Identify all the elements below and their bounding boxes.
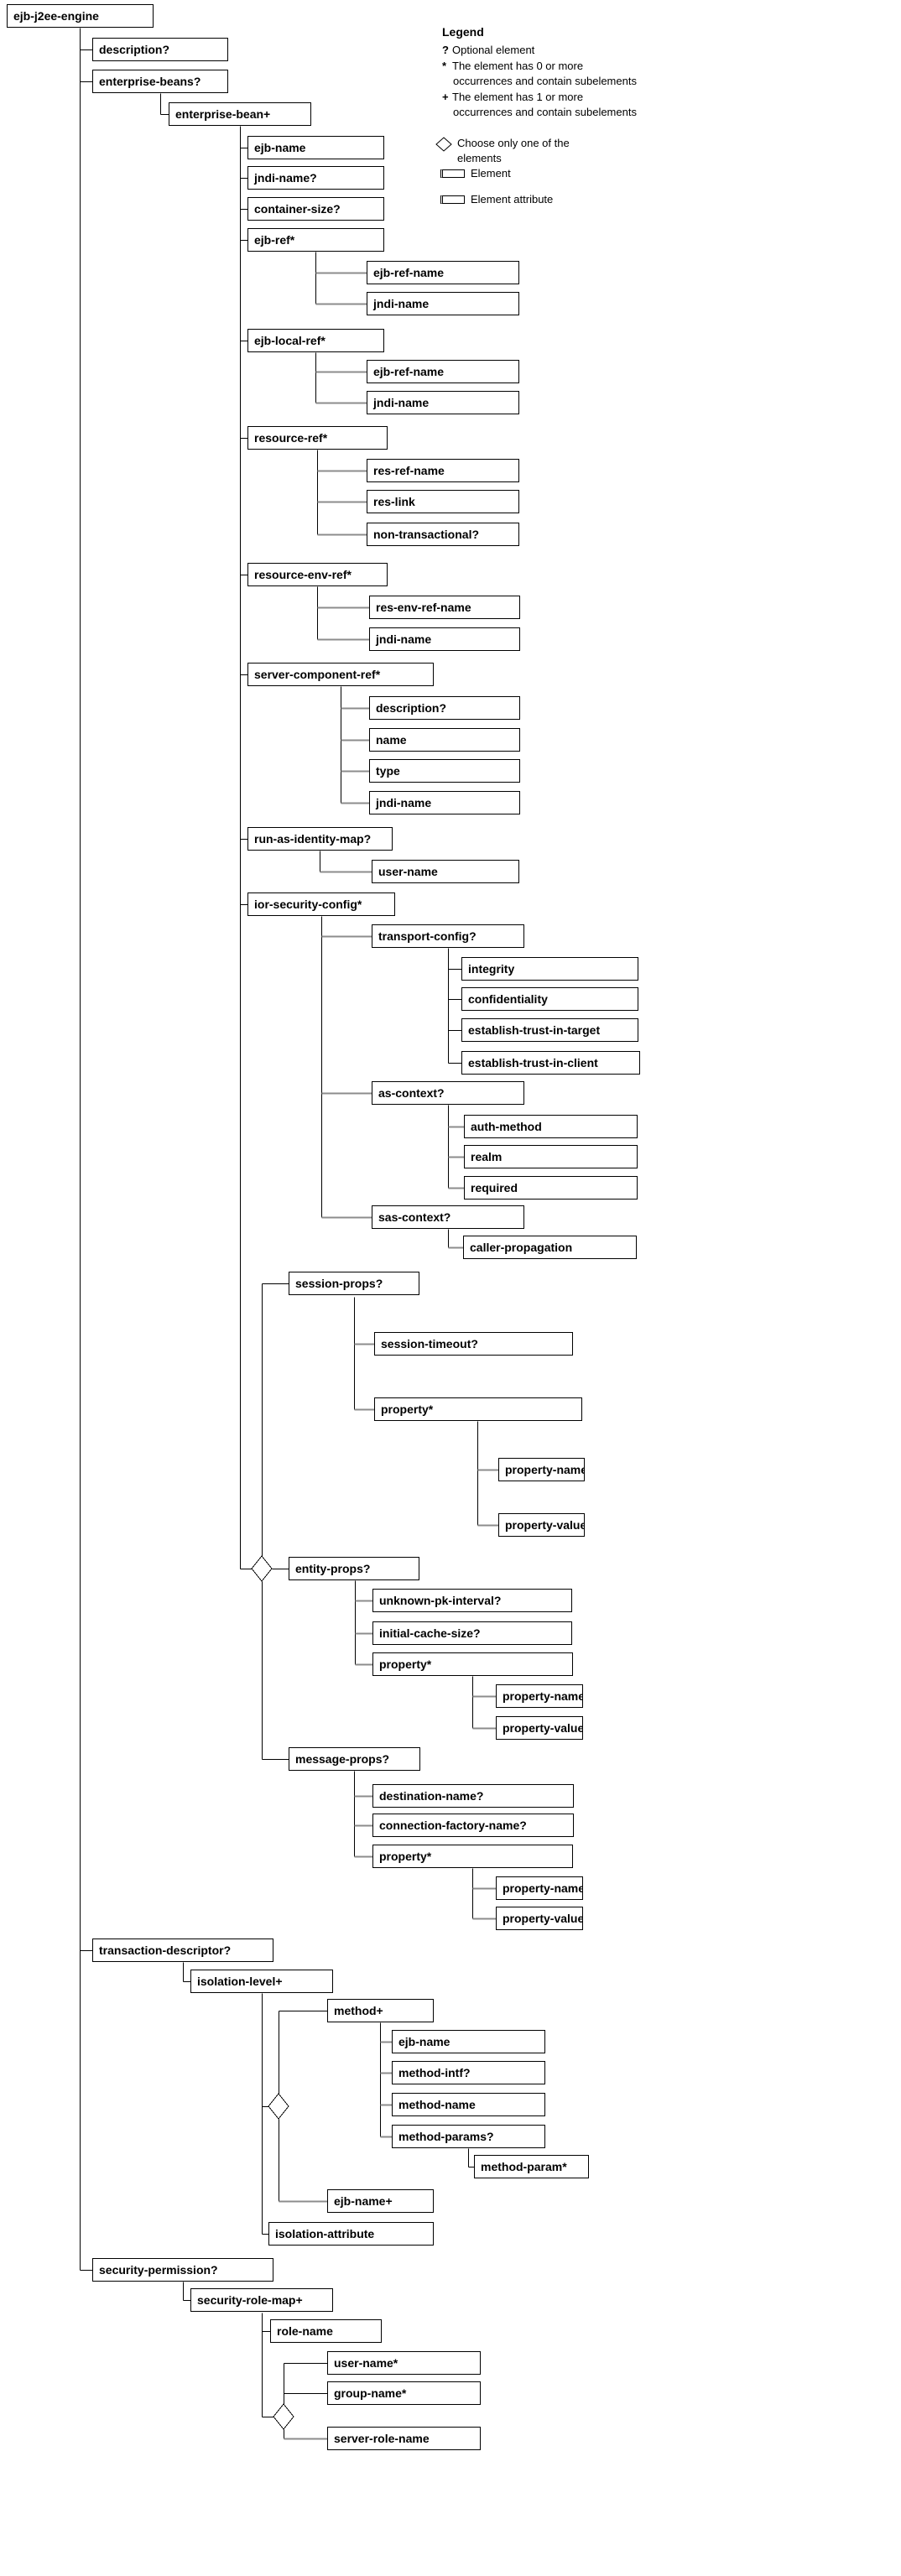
- node-session-props: session-props?: [289, 1272, 419, 1295]
- node-property-name-2: property-name: [496, 1684, 583, 1708]
- node-ejb-local-ref: ejb-local-ref*: [247, 329, 384, 352]
- legend-item-one-or-more: +The element has 1 or more: [442, 91, 583, 103]
- node-security-role-map: security-role-map+: [190, 2288, 333, 2312]
- node-property-value-1: property-value: [498, 1513, 585, 1537]
- legend-item-optional: ?Optional element: [442, 44, 534, 56]
- node-realm: realm: [464, 1145, 638, 1168]
- node-ejb-name-plus: ejb-name+: [327, 2189, 434, 2213]
- node-jndi-name-1: jndi-name?: [247, 166, 384, 190]
- legend-item-zero-or-more-text2: occurrences and contain subelements: [453, 75, 637, 87]
- node-property-value-3: property-value: [496, 1907, 583, 1930]
- node-ejb-name-2: ejb-name: [392, 2030, 545, 2053]
- node-ejb-ref: ejb-ref*: [247, 228, 384, 252]
- node-user-name-2: user-name*: [327, 2351, 481, 2375]
- node-jndi-name-3: jndi-name: [367, 391, 519, 414]
- node-unknown-pk-interval: unknown-pk-interval?: [372, 1589, 572, 1612]
- node-container-size: container-size?: [247, 197, 384, 221]
- choice-diamond-icon: [435, 137, 452, 152]
- node-role-name: role-name: [270, 2319, 382, 2343]
- node-security-permission: security-permission?: [92, 2258, 273, 2282]
- node-confidentiality: confidentiality: [461, 987, 638, 1011]
- node-property-value-2: property-value: [496, 1716, 583, 1740]
- node-required: required: [464, 1176, 638, 1200]
- legend-choice-text2: elements: [457, 152, 502, 164]
- node-server-role-name: server-role-name: [327, 2427, 481, 2450]
- legend-heading: Legend: [442, 25, 484, 39]
- node-establish-trust-in-client: establish-trust-in-client: [461, 1051, 640, 1075]
- choice-diamond: [268, 2093, 289, 2120]
- legend-element-attribute-label: Element attribute: [471, 193, 554, 206]
- node-destination-name: destination-name?: [372, 1784, 574, 1808]
- element-attribute-box-icon: [440, 195, 465, 204]
- legend-item-one-or-more-text2: occurrences and contain subelements: [453, 106, 637, 118]
- node-group-name: group-name*: [327, 2381, 481, 2405]
- node-isolation-level: isolation-level+: [190, 1970, 333, 1993]
- node-type: type: [369, 759, 520, 783]
- node-isolation-attribute: isolation-attribute: [268, 2222, 434, 2246]
- node-message-props: message-props?: [289, 1747, 420, 1771]
- node-ejb-ref-name-1: ejb-ref-name: [367, 261, 519, 284]
- node-auth-method: auth-method: [464, 1115, 638, 1138]
- node-server-component-ref: server-component-ref*: [247, 663, 434, 686]
- legend-item-zero-or-more: * The element has 0 or more: [442, 60, 583, 72]
- node-res-link: res-link: [367, 490, 519, 513]
- legend-element-label: Element: [471, 167, 511, 180]
- node-user-name-1: user-name: [372, 860, 519, 883]
- node-ior-security-config: ior-security-config*: [247, 892, 395, 916]
- choice-diamond: [251, 1555, 273, 1582]
- node-run-as-identity-map: run-as-identity-map?: [247, 827, 393, 851]
- node-connection-factory-name: connection-factory-name?: [372, 1814, 574, 1837]
- node-resource-env-ref: resource-env-ref*: [247, 563, 388, 586]
- node-as-context: as-context?: [372, 1081, 524, 1105]
- node-transport-config: transport-config?: [372, 924, 524, 948]
- node-name: name: [369, 728, 520, 752]
- plus-icon: +: [442, 91, 449, 103]
- element-box-icon: [440, 169, 465, 178]
- legend-item-zero-or-more-text: The element has 0 or more: [452, 60, 584, 72]
- node-initial-cache-size: initial-cache-size?: [372, 1621, 572, 1645]
- node-res-ref-name: res-ref-name: [367, 459, 519, 482]
- node-ejb-ref-name-2: ejb-ref-name: [367, 360, 519, 383]
- node-ejb-j2ee-engine: ejb-j2ee-engine: [7, 4, 154, 28]
- node-jndi-name-2: jndi-name: [367, 292, 519, 315]
- node-property-s: property*: [374, 1397, 582, 1421]
- node-entity-props: entity-props?: [289, 1557, 419, 1580]
- node-enterprise-bean: enterprise-bean+: [169, 102, 311, 126]
- node-sas-context: sas-context?: [372, 1205, 524, 1229]
- node-method-params: method-params?: [392, 2125, 545, 2148]
- legend-choice-text1: Choose only one of the: [457, 137, 570, 149]
- node-property-m: property*: [372, 1845, 573, 1868]
- node-property-name-1: property-name: [498, 1458, 585, 1481]
- legend-item-optional-text: Optional element: [452, 44, 535, 56]
- node-method-param: method-param*: [474, 2155, 589, 2178]
- node-description-1: description?: [92, 38, 228, 61]
- node-res-env-ref-name: res-env-ref-name: [369, 596, 520, 619]
- node-jndi-name-4: jndi-name: [369, 627, 520, 651]
- legend-item-one-or-more-text: The element has 1 or more: [452, 91, 584, 103]
- node-session-timeout: session-timeout?: [374, 1332, 573, 1356]
- node-non-transactional: non-transactional?: [367, 523, 519, 546]
- node-property-name-3: property-name: [496, 1876, 583, 1900]
- node-enterprise-beans: enterprise-beans?: [92, 70, 228, 93]
- node-establish-trust-in-target: establish-trust-in-target: [461, 1018, 638, 1042]
- node-description-2: description?: [369, 696, 520, 720]
- node-caller-propagation: caller-propagation: [463, 1236, 637, 1259]
- choice-diamond: [273, 2403, 294, 2430]
- node-integrity: integrity: [461, 957, 638, 981]
- node-method: method+: [327, 1999, 434, 2022]
- node-method-name: method-name: [392, 2093, 545, 2116]
- node-method-intf: method-intf?: [392, 2061, 545, 2084]
- asterisk-icon: *: [442, 60, 447, 72]
- question-mark-icon: ?: [442, 44, 449, 56]
- node-resource-ref: resource-ref*: [247, 426, 388, 450]
- node-property-e: property*: [372, 1652, 573, 1676]
- node-jndi-name-5: jndi-name: [369, 791, 520, 814]
- node-transaction-descriptor: transaction-descriptor?: [92, 1939, 273, 1962]
- node-ejb-name-1: ejb-name: [247, 136, 384, 159]
